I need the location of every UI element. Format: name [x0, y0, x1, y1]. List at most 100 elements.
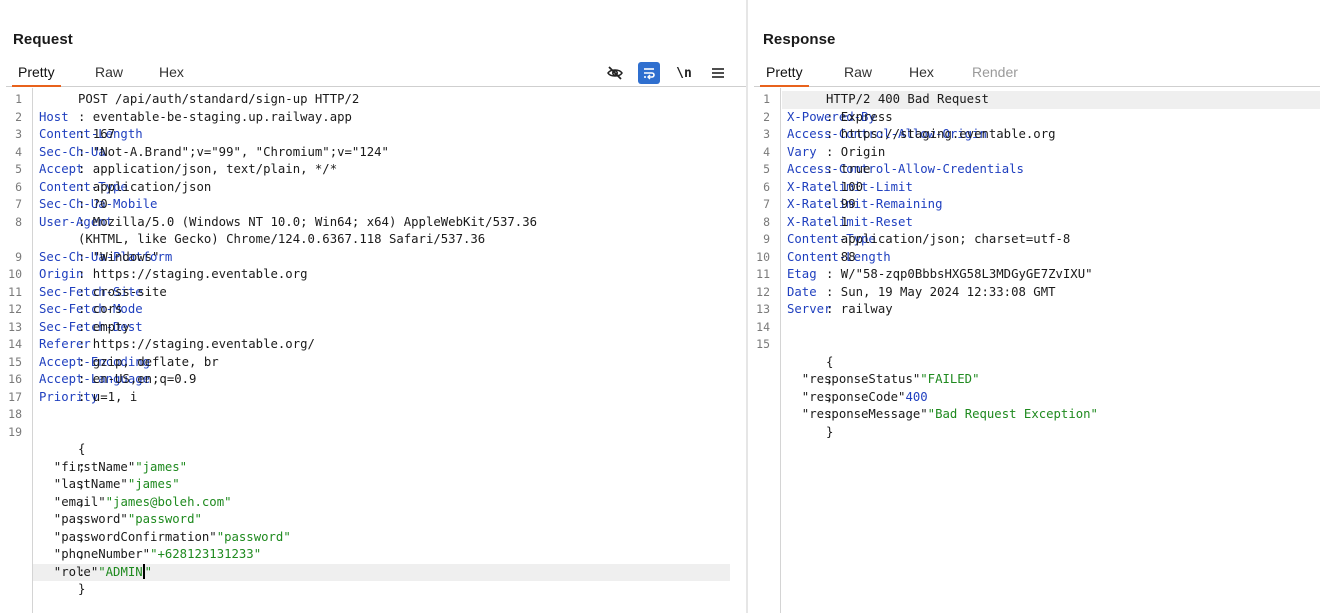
line-text: Vary: Origin — [787, 144, 885, 162]
line-number: 7 — [763, 197, 770, 211]
code-token: : — [826, 372, 834, 386]
code-token: : true — [826, 162, 871, 176]
code-line[interactable]: { — [748, 354, 1320, 372]
line-number: 8 — [15, 214, 22, 229]
newline-icon[interactable]: \n — [673, 62, 695, 84]
code-line[interactable]: "phoneNumber":"+628123131233", — [0, 546, 746, 564]
code-line[interactable]: 19 — [0, 424, 746, 442]
line-number: 3 — [763, 127, 770, 141]
code-line[interactable]: 15 — [748, 336, 1320, 354]
response-tab-raw[interactable]: Raw — [844, 64, 873, 80]
code-line[interactable]: "responseMessage":"Bad Request Exception… — [748, 406, 1320, 424]
code-token: : — [826, 389, 834, 404]
wrap-lines-icon[interactable] — [638, 62, 660, 84]
line-number: 11 — [8, 284, 22, 299]
line-text: X-Ratelimit-Reset: 1 — [787, 214, 913, 232]
response-tab-render[interactable]: Render — [972, 64, 1018, 80]
code-token: : 99 — [826, 197, 856, 211]
line-number: 1 — [763, 92, 770, 106]
code-line[interactable]: "role":"ADMIN" — [0, 563, 746, 581]
code-line[interactable]: "password":"password", — [0, 511, 746, 529]
code-line[interactable]: 18 — [0, 406, 746, 424]
code-line[interactable]: 16 Accept-Language: en-US,en;q=0.9 — [0, 371, 746, 389]
code-line[interactable]: "email":"james@boleh.com", — [0, 494, 746, 512]
code-token: : en-US,en;q=0.9 — [78, 372, 197, 386]
code-line[interactable]: } — [0, 581, 746, 599]
header-name: Access-Control-Allow-Credentials — [787, 162, 1024, 176]
code-line[interactable]: (KHTML, like Gecko) Chrome/124.0.6367.11… — [0, 231, 746, 249]
code-line[interactable]: { — [0, 441, 746, 459]
response-title: Response — [763, 31, 836, 48]
request-tab-hex[interactable]: Hex — [159, 64, 184, 80]
code-line[interactable]: "passwordConfirmation":"password", — [0, 529, 746, 547]
request-title: Request — [13, 31, 73, 48]
code-line[interactable]: 14 — [748, 319, 1320, 337]
code-line[interactable]: 17 Priority: u=1, i — [0, 389, 746, 407]
header-name: Accept-Encoding — [39, 354, 151, 369]
code-token: : u=1, i — [78, 389, 138, 404]
line-number: 6 — [763, 179, 770, 194]
newline-label: \n — [676, 65, 692, 81]
code-token: : 100 — [826, 179, 864, 194]
code-line[interactable]: "responseStatus":"FAILED", — [748, 371, 1320, 389]
request-tab-pretty[interactable]: Pretty — [12, 64, 61, 87]
menu-icon[interactable] — [707, 62, 729, 84]
header-name: Origin — [39, 267, 84, 281]
header-name: Date — [787, 284, 817, 299]
header-name: Content-Length — [39, 127, 143, 141]
code-token: : "Windows" — [78, 249, 160, 264]
response-tab-pretty[interactable]: Pretty — [760, 64, 809, 87]
response-tab-hex[interactable]: Hex — [909, 64, 934, 80]
json-key: "email" — [39, 494, 106, 509]
code-line[interactable]: "firstName":"james", — [0, 459, 746, 477]
code-line[interactable]: "lastName":"james", — [0, 476, 746, 494]
line-number: 17 — [8, 389, 22, 404]
hide-whitespace-icon[interactable] — [604, 62, 626, 84]
line-text: Accept-Language: en-US,en;q=0.9 — [39, 371, 196, 389]
code-line[interactable]: } — [748, 424, 1320, 442]
line-text: Access-Control-Allow-Credentials: true — [787, 161, 1024, 179]
pane-divider[interactable] — [746, 0, 748, 613]
current-line-highlight — [782, 91, 1320, 109]
request-tab-raw[interactable]: Raw — [95, 64, 124, 80]
line-number: 16 — [8, 372, 22, 386]
code-token: : Mozilla/5.0 (Windows NT 10.0; Win64; x… — [78, 214, 538, 229]
code-token: : cors — [78, 302, 123, 316]
line-number: 9 — [763, 232, 770, 246]
line-text: Priority: u=1, i — [39, 389, 137, 407]
code-line[interactable]: "responseCode":400, — [748, 389, 1320, 407]
line-text: Accept-Encoding: gzip, deflate, br — [39, 354, 219, 372]
